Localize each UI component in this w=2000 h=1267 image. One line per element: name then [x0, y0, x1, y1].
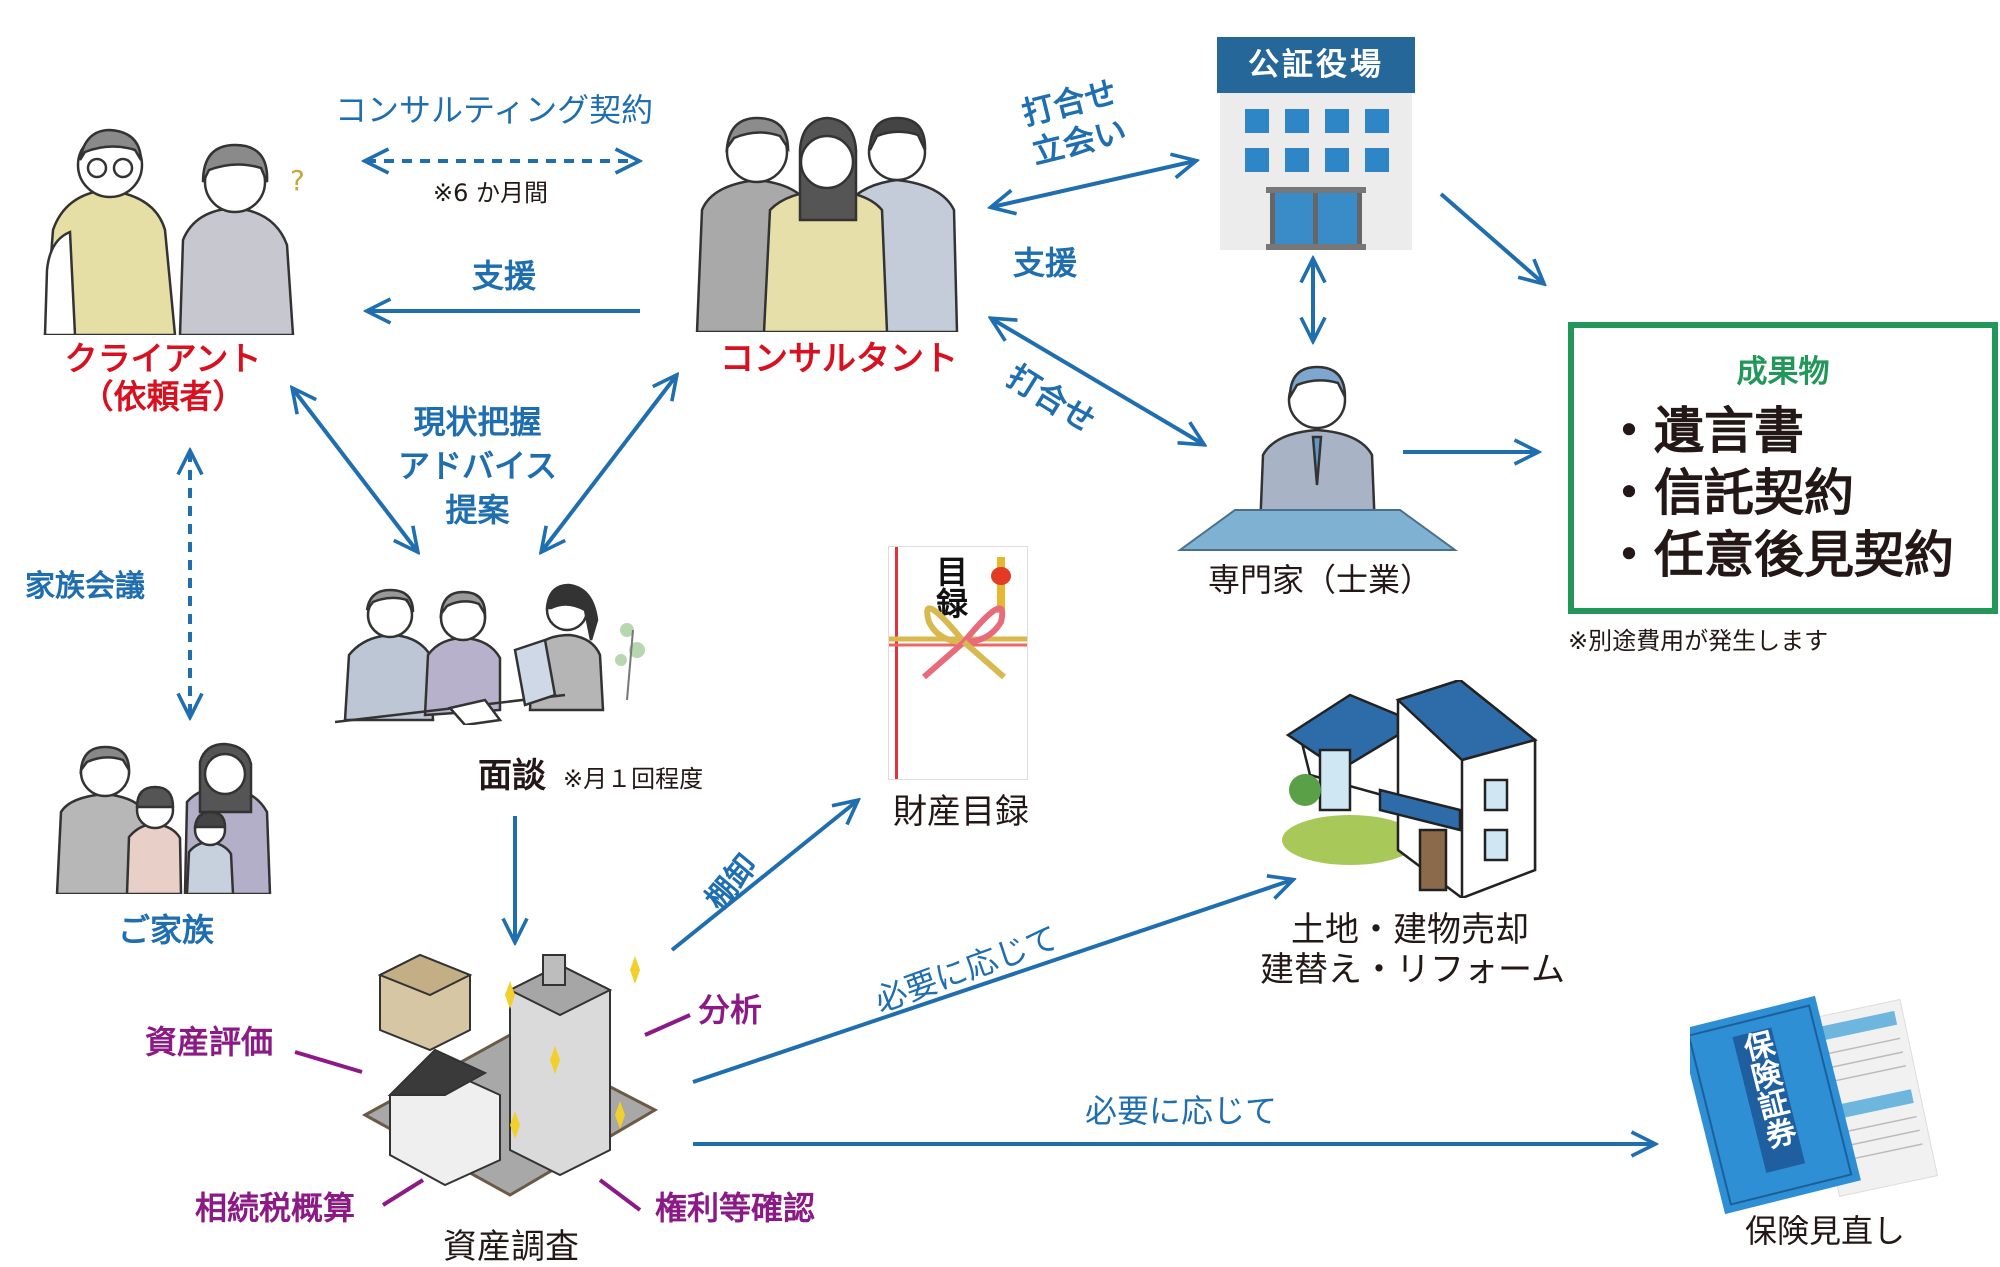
- elderly-couple-icon: ?: [43, 128, 305, 335]
- insurance-label: 保険見直し: [1745, 1212, 1906, 1250]
- result-item-will: ・遺言書: [1604, 402, 1804, 460]
- asset-survey-label: 資産調査: [443, 1227, 579, 1267]
- consultant-meeting-arrow: [542, 376, 676, 551]
- asset-inventory-label: 財産目録: [893, 792, 1029, 832]
- svg-text:?: ?: [290, 164, 305, 197]
- tax-estimate-label: 相続税概算: [195, 1189, 356, 1227]
- gift-envelope-icon: 目録: [888, 546, 1028, 780]
- consultant-team-icon: [695, 116, 959, 332]
- office-building-icon: 公証役場: [1217, 37, 1415, 250]
- consulting-contract-label: コンサルティング契約: [335, 91, 654, 129]
- as-needed-insurance-label: 必要に応じて: [1085, 1092, 1278, 1130]
- client-label: クライアント （依頼者）: [48, 340, 278, 416]
- specialist-label: 専門家（士業）: [1208, 561, 1433, 599]
- client-label-line2: （依頼者）: [80, 376, 246, 416]
- property-label-line1: 土地・建物売却: [1291, 910, 1529, 950]
- meeting-label: 面談: [478, 756, 546, 796]
- results-footnote: ※別途費用が発生します: [1568, 627, 1829, 655]
- status-advice-line2: アドバイス: [397, 447, 558, 485]
- rights-leader: [598, 1178, 642, 1212]
- rights-check-label: 権利等確認: [655, 1189, 816, 1227]
- family-icon: [55, 742, 272, 894]
- client-label-line1: クライアント: [64, 339, 262, 378]
- analysis-leader: [644, 1013, 691, 1037]
- client-meeting-arrow: [293, 389, 417, 551]
- meeting-frequency-note: ※月１回程度: [563, 765, 704, 793]
- consultant-label: コンサルタント: [720, 339, 958, 379]
- property-label: 土地・建物売却 建替え・リフォーム: [1260, 910, 1565, 990]
- real-estate-assets-icon: [361, 953, 659, 1197]
- specialist-at-desk-icon: [1176, 365, 1459, 551]
- result-item-trust: ・信託契約: [1604, 464, 1854, 522]
- meeting-icon: [335, 583, 645, 725]
- result-item-guardianship: ・任意後見契約: [1604, 526, 1954, 584]
- support-client-label: 支援: [472, 257, 537, 295]
- status-advice-line1: 現状把握: [413, 403, 542, 441]
- property-label-line2: 建替え・リフォーム: [1260, 950, 1565, 990]
- family-meeting-label: 家族会議: [25, 569, 145, 604]
- results-title: 成果物: [1736, 354, 1830, 390]
- analysis-label: 分析: [698, 991, 763, 1029]
- support-specialist-label: 支援: [1013, 244, 1078, 282]
- status-advice-label: 現状把握 アドバイス 提案: [385, 400, 570, 532]
- specialist-meeting-arrow: [992, 319, 1203, 444]
- contract-period-note: ※6 か月間: [433, 179, 549, 207]
- insurance-policy-icon: [1690, 995, 1938, 1215]
- notary-sign: 公証役場: [1217, 37, 1415, 93]
- valuation-leader: [294, 1050, 363, 1074]
- inventory-arrow: [670, 801, 857, 952]
- results-box: 成果物 ・遺言書 ・信託契約 ・任意後見契約: [1568, 322, 1998, 614]
- results-list: ・遺言書 ・信託契約 ・任意後見契約: [1604, 400, 1954, 586]
- house-icon: [1282, 680, 1538, 898]
- notary-to-result-arrow: [1439, 192, 1543, 283]
- as-needed-property-arrow: [692, 880, 1292, 1084]
- family-label: ご家族: [118, 911, 215, 949]
- status-advice-line3: 提案: [445, 491, 510, 529]
- tax-leader: [381, 1178, 425, 1207]
- valuation-label: 資産評価: [145, 1023, 274, 1061]
- notary-meeting-arrow: [992, 161, 1195, 207]
- envelope-title: 目録: [931, 555, 969, 619]
